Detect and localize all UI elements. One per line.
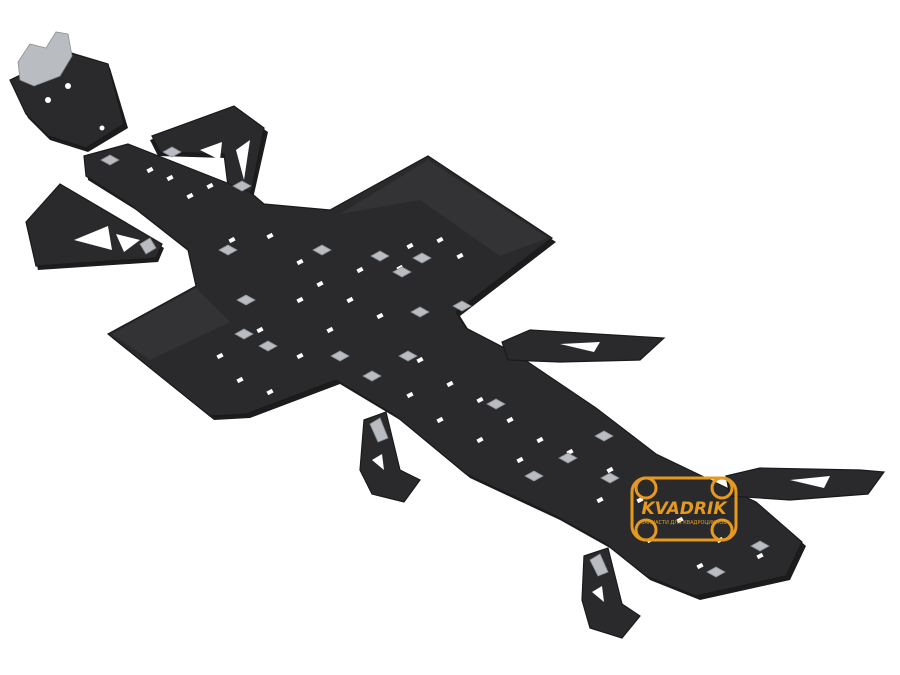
- mounting-hole: [676, 516, 684, 524]
- mounting-bracket: [452, 300, 472, 312]
- mounting-bracket: [218, 244, 238, 256]
- mounting-hole: [436, 416, 444, 424]
- wheel-icon: [710, 476, 734, 500]
- mounting-bracket: [236, 294, 256, 306]
- mounting-brackets: [100, 146, 770, 578]
- mounting-hole: [296, 258, 304, 266]
- kvadrik-watermark-logo: KVADRIK ЗАПЧАСТИ ДЛЯ КВАДРОЦИКЛОВ: [630, 476, 738, 542]
- mounting-bracket: [362, 370, 382, 382]
- front-bumper-plate: [9, 31, 128, 152]
- mounting-hole: [516, 456, 524, 464]
- mounting-hole: [696, 562, 704, 570]
- logo-tagline-text: ЗАПЧАСТИ ДЛЯ КВАДРОЦИКЛОВ: [641, 520, 727, 526]
- mounting-bracket: [750, 540, 770, 552]
- mounting-hole: [228, 236, 236, 244]
- main-chassis-plate: [83, 143, 806, 600]
- a-arm-guard-front-left: [25, 183, 164, 270]
- mounting-hole: [236, 376, 244, 384]
- mounting-bracket: [258, 340, 278, 352]
- mounting-hole: [266, 232, 274, 240]
- wheel-icon: [710, 518, 734, 542]
- rear-arm-guard-left-upper: [359, 411, 421, 503]
- mounting-bracket: [330, 350, 350, 362]
- mounting-hole: [216, 352, 224, 360]
- mounting-hole: [266, 388, 274, 396]
- rear-arm-guard-left-lower: [581, 547, 641, 639]
- mounting-bracket: [234, 328, 254, 340]
- mounting-hole: [476, 436, 484, 444]
- rear-arm-guard-right: [501, 329, 666, 363]
- mounting-bracket: [398, 350, 418, 362]
- mounting-bracket: [600, 472, 620, 484]
- mounting-hole: [326, 326, 334, 334]
- mounting-bracket: [594, 430, 614, 442]
- mounting-hole: [166, 174, 174, 182]
- mounting-hole: [476, 396, 484, 404]
- mounting-bracket: [392, 266, 412, 278]
- mounting-hole: [406, 242, 414, 250]
- mounting-bracket: [370, 250, 390, 262]
- wheel-icon: [634, 518, 658, 542]
- rear-arm-guard-far-right: [725, 467, 886, 501]
- mounting-hole: [376, 312, 384, 320]
- mounting-bracket: [524, 470, 544, 482]
- mounting-bracket: [162, 146, 182, 158]
- logo-frame: [630, 476, 738, 542]
- logo-brand-text: KVADRIK: [641, 499, 728, 519]
- mounting-hole: [756, 552, 764, 560]
- mounting-hole: [206, 182, 214, 190]
- mounting-bracket: [486, 398, 506, 410]
- mounting-hole: [536, 436, 544, 444]
- wheel-icon: [634, 476, 658, 500]
- mounting-bracket: [558, 452, 578, 464]
- mounting-bracket: [312, 244, 332, 256]
- mounting-hole: [316, 280, 324, 288]
- mounting-hole: [186, 192, 194, 200]
- mounting-hole: [606, 466, 614, 474]
- mounting-hole: [406, 391, 414, 399]
- mounting-hole: [506, 416, 514, 424]
- mounting-bracket: [232, 180, 252, 192]
- mounting-hole: [356, 266, 364, 274]
- mounting-hole: [346, 296, 354, 304]
- mounting-bracket: [100, 154, 120, 166]
- mounting-bracket: [706, 566, 726, 578]
- mounting-hole: [256, 326, 264, 334]
- mounting-hole: [596, 496, 604, 504]
- mounting-hole: [416, 356, 424, 364]
- mounting-bracket: [412, 252, 432, 264]
- mounting-hole: [296, 296, 304, 304]
- mounting-bracket: [410, 306, 430, 318]
- mounting-holes: [146, 166, 764, 570]
- mounting-hole: [446, 380, 454, 388]
- mounting-hole: [146, 166, 154, 174]
- mounting-hole: [456, 252, 464, 260]
- mounting-hole: [296, 352, 304, 360]
- mounting-hole: [436, 236, 444, 244]
